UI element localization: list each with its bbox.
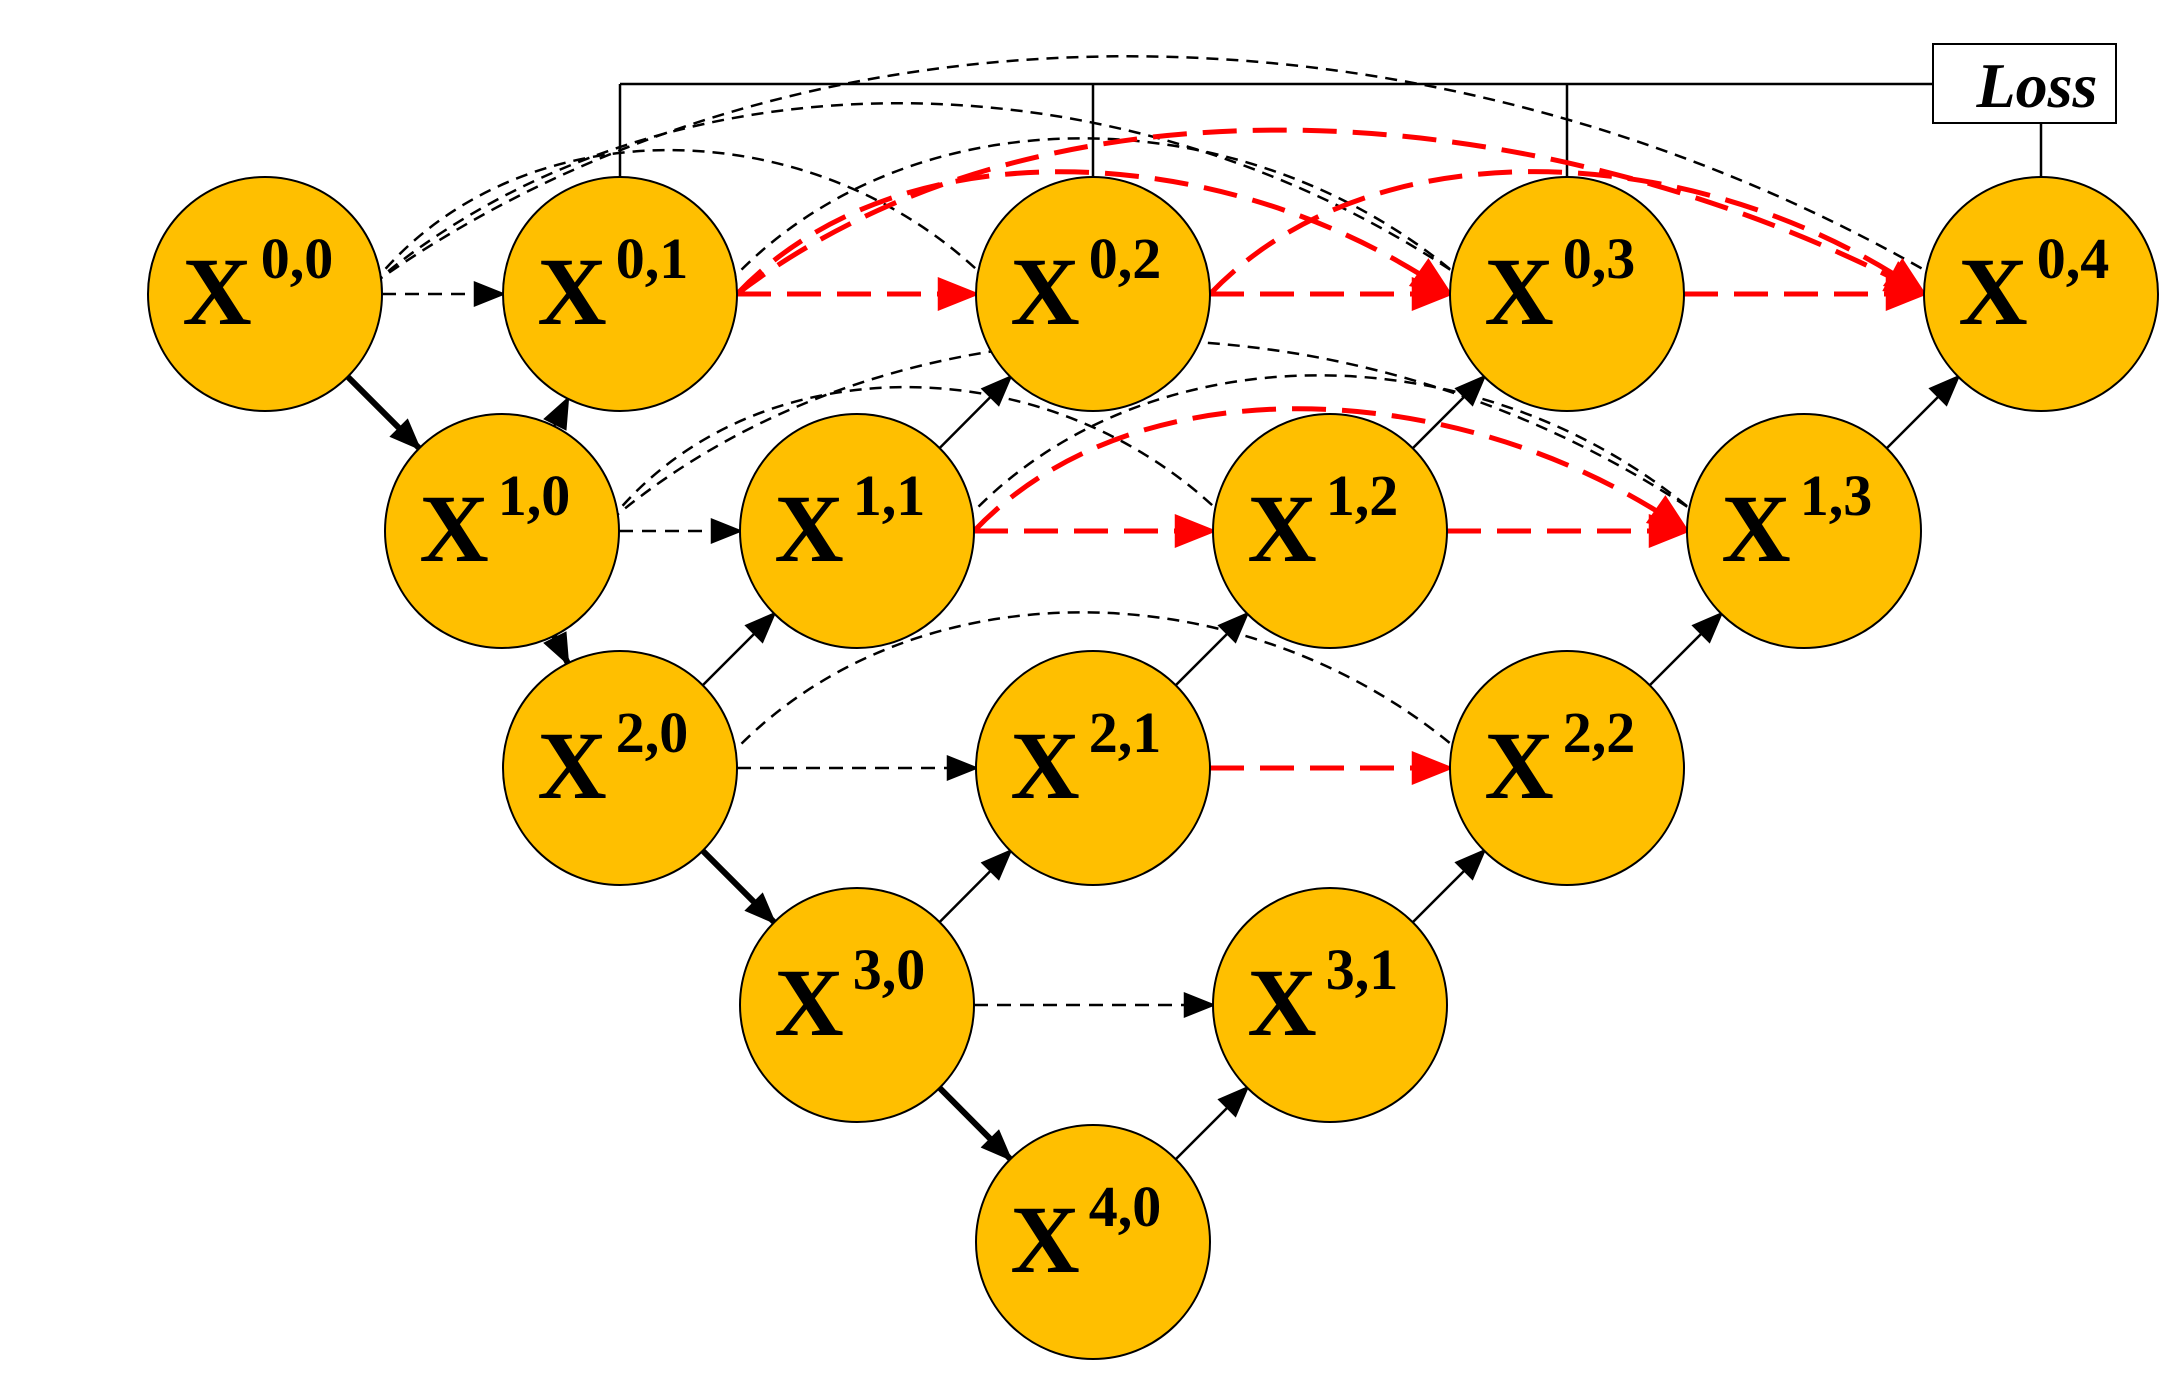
long-skip-X01-X03 [726, 137, 1454, 285]
loss-label: Loss [1976, 50, 2098, 121]
long-skip-X10-X12 [608, 385, 1217, 522]
up-X13-X04 [1885, 374, 1961, 450]
node-circle [1686, 413, 1922, 649]
node-circle [1923, 176, 2159, 412]
node-circle [975, 176, 1211, 412]
red-skip-X02-X04 [1208, 169, 1928, 297]
node-superscript: 1,2 [1326, 463, 1399, 528]
node-superscript: 2,2 [1563, 700, 1636, 765]
red-skip-X11-X13 [972, 406, 1691, 534]
node-base-label: X [1010, 712, 1079, 819]
node-circle [1212, 413, 1448, 649]
node-circle [1449, 176, 1685, 412]
node-superscript: 3,0 [853, 937, 926, 1002]
node-superscript: 0,3 [1563, 226, 1636, 291]
down-X00-X10 [345, 374, 422, 451]
red-skip-X01-X03 [735, 169, 1454, 297]
long-skip-X00-X02 [371, 148, 980, 285]
up-X10-X01 [543, 395, 570, 431]
down-X30-X40 [937, 1085, 1013, 1162]
red-skip-X01-X04 [735, 127, 1928, 297]
node-base-label: X [1484, 712, 1553, 819]
down-X10-X20 [543, 631, 571, 667]
up-X40-X31 [1174, 1085, 1250, 1161]
node-circle [384, 413, 620, 649]
node-superscript: 0,4 [2037, 226, 2110, 291]
node-circle [147, 176, 383, 412]
up-X21-X12 [1174, 611, 1250, 687]
node-base-label: X [774, 949, 843, 1056]
node-base-label: X [537, 712, 606, 819]
up-X30-X21 [938, 848, 1013, 923]
up-X12-X03 [1411, 374, 1487, 450]
node-superscript: 1,1 [853, 463, 926, 528]
node-superscript: 0,2 [1089, 226, 1162, 291]
node-base-label: X [774, 475, 843, 582]
node-circle [502, 176, 738, 412]
node-base-label: X [1010, 1186, 1079, 1293]
up-X11-X02 [938, 374, 1013, 449]
node-circle [739, 887, 975, 1123]
node-circle [739, 413, 975, 649]
up-X22-X13 [1648, 611, 1724, 687]
node-base-label: X [419, 475, 488, 582]
node-superscript: 1,0 [498, 463, 571, 528]
node-base-label: X [1484, 238, 1553, 345]
node-superscript: 0,0 [261, 226, 334, 291]
node-base-label: X [1247, 475, 1316, 582]
node-superscript: 1,3 [1800, 463, 1873, 528]
node-base-label: X [1010, 238, 1079, 345]
node-superscript: 0,1 [616, 226, 689, 291]
edges-layer [345, 55, 1961, 1162]
down-X20-X30 [700, 848, 777, 925]
node-circle [502, 650, 738, 886]
node-base-label: X [182, 238, 251, 345]
node-base-label: X [1721, 475, 1790, 582]
node-superscript: 3,1 [1326, 937, 1399, 1002]
long-skip-X00-X03 [371, 101, 1453, 285]
node-superscript: 2,1 [1089, 700, 1162, 765]
node-circle [1449, 650, 1685, 886]
node-superscript: 2,0 [616, 700, 689, 765]
long-skip-X11-X13 [963, 374, 1691, 522]
long-skip-X20-X22 [726, 611, 1454, 759]
long-skip-X10-X13 [608, 338, 1690, 522]
loss-box: Loss [1932, 43, 2117, 124]
node-base-label: X [1247, 949, 1316, 1056]
node-circle [975, 650, 1211, 886]
node-base-label: X [1958, 238, 2027, 345]
node-superscript: 4,0 [1089, 1174, 1162, 1239]
loss-box-frame [1932, 43, 2117, 124]
node-circle [975, 1124, 1211, 1360]
node-circle [1212, 887, 1448, 1123]
up-X31-X22 [1411, 848, 1487, 924]
node-base-label: X [537, 238, 606, 345]
up-X20-X11 [701, 611, 777, 687]
